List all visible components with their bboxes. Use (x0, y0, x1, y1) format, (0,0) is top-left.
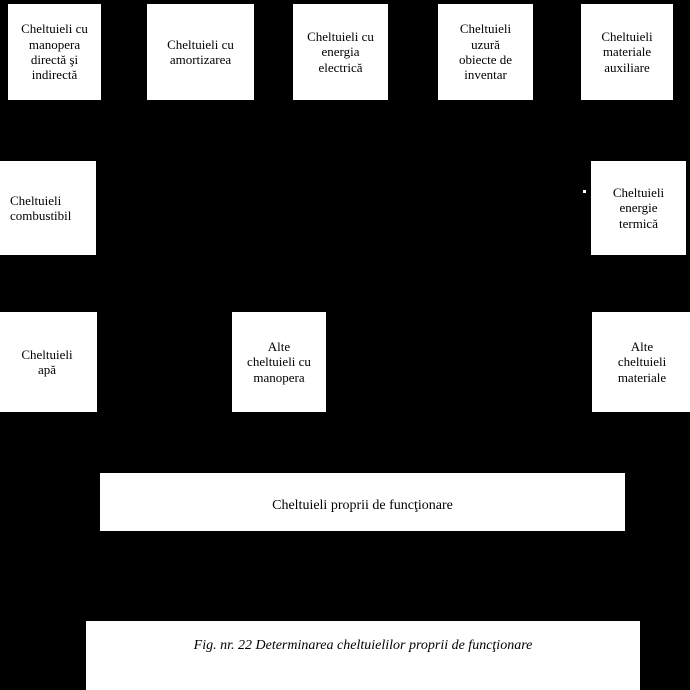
node-cheltuieli-combustibil: Cheltuieli combustibil (0, 160, 97, 256)
figure-caption: Fig. nr. 22 Determinarea cheltuielilor p… (85, 620, 641, 690)
node-cheltuieli-apa: Cheltuieli apă (0, 311, 98, 413)
node-label: Alte cheltuieli materiale (617, 339, 667, 385)
node-label: Cheltuieli apă (21, 346, 73, 377)
artifact-dot (583, 190, 586, 193)
node-alte-cheltuieli-manopera: Alte cheltuieli cu manopera (231, 311, 327, 413)
node-cheltuieli-energie-electrica: Cheltuieli cu energia electrică (292, 3, 389, 101)
node-cheltuieli-energie-termica: Cheltuieli energie termică (590, 160, 687, 256)
node-cheltuieli-uzura-obiecte-inventar: Cheltuieli uzură obiecte de inventar (437, 3, 534, 101)
figure-caption-text: Fig. nr. 22 Determinarea cheltuielilor p… (193, 638, 533, 653)
node-label: Cheltuieli energie termică (612, 185, 665, 231)
node-label: Cheltuieli uzură obiecte de inventar (458, 21, 513, 83)
node-label: Cheltuieli materiale auxiliare (601, 29, 653, 75)
node-label: Cheltuieli proprii de funcţionare (272, 498, 453, 513)
node-label: Cheltuieli cu amortizarea (167, 36, 234, 67)
node-cheltuieli-proprii-functionare: Cheltuieli proprii de funcţionare (99, 472, 626, 532)
node-cheltuieli-amortizarea: Cheltuieli cu amortizarea (146, 3, 255, 101)
node-alte-cheltuieli-materiale: Alte cheltuieli materiale (591, 311, 690, 413)
node-cheltuieli-manopera: Cheltuieli cu manopera directă şi indire… (7, 3, 102, 101)
node-cheltuieli-materiale-auxiliare: Cheltuieli materiale auxiliare (580, 3, 674, 101)
node-label: Cheltuieli combustibil (10, 192, 72, 223)
node-label: Cheltuieli cu manopera directă şi indire… (21, 21, 88, 83)
node-label: Cheltuieli cu energia electrică (307, 29, 374, 75)
node-label: Alte cheltuieli cu manopera (247, 339, 311, 385)
